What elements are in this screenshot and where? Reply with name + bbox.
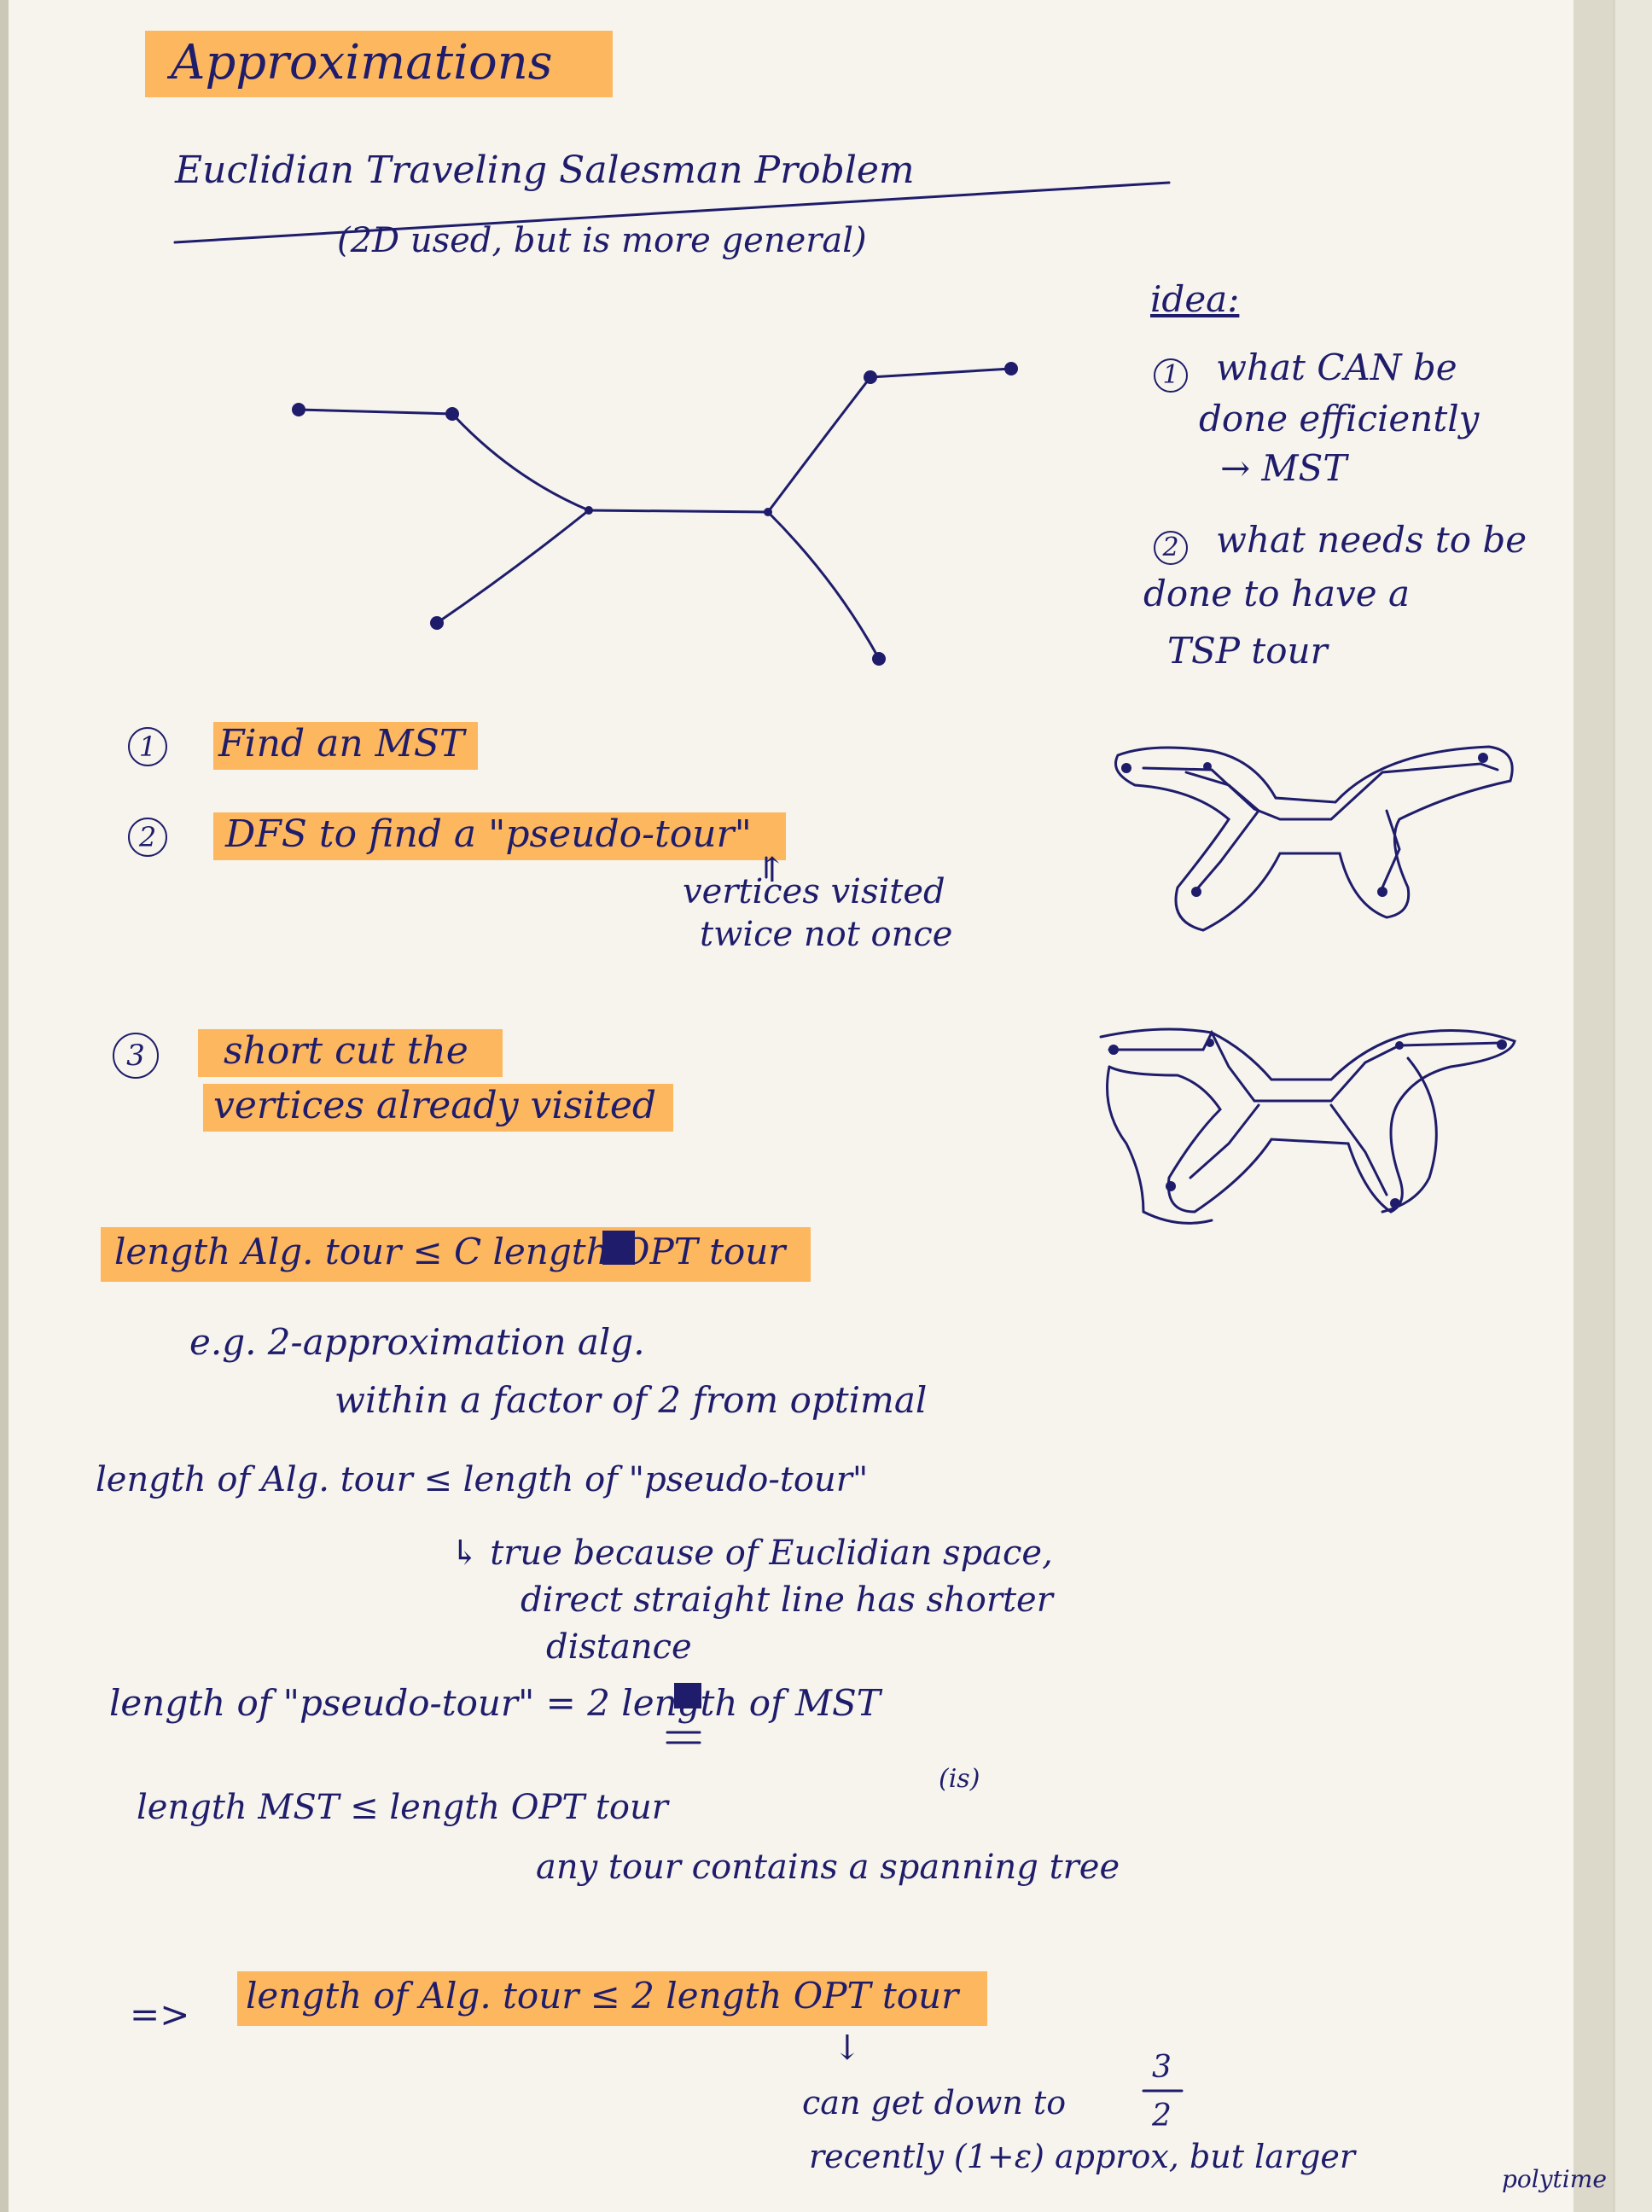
claim-main: length Alg. tour ≤ C length OPT tour bbox=[101, 1227, 811, 1282]
idea-point1-line3: → MST bbox=[1220, 447, 1347, 489]
mst-vertex bbox=[585, 506, 593, 515]
fraction-numerator: 3 bbox=[1152, 2050, 1172, 2085]
problem-note: (2D used, but is more general) bbox=[337, 221, 867, 260]
claim1-note-line3: distance bbox=[546, 1627, 692, 1667]
implies-symbol: => bbox=[130, 1994, 190, 2035]
shortcut-tour-diagram bbox=[1099, 1027, 1516, 1225]
shortcut-tour-vertex bbox=[1166, 1181, 1176, 1191]
page-right-edge bbox=[1573, 0, 1613, 2212]
claim3: length MST ≤ length OPT tour bbox=[137, 1788, 668, 1827]
mst-vertex bbox=[292, 403, 305, 416]
shortcut-tour-vertex bbox=[1395, 1041, 1404, 1050]
step2-text: DFS to find a "pseudo-tour" bbox=[213, 812, 786, 860]
shortcut-tour-vertex bbox=[1206, 1039, 1214, 1047]
page-title: Approximations bbox=[145, 31, 613, 97]
mst-vertex bbox=[864, 370, 877, 384]
idea-point2-line3: TSP tour bbox=[1167, 630, 1328, 672]
scribble-mark bbox=[674, 1683, 701, 1708]
shortcut-tour-vertex bbox=[1108, 1045, 1119, 1055]
final-down-arrow: ↓ bbox=[833, 2029, 862, 2068]
claim1: length of Alg. tour ≤ length of "pseudo-… bbox=[96, 1460, 869, 1499]
mst-vertex bbox=[764, 508, 772, 516]
fraction-denominator: 2 bbox=[1152, 2098, 1172, 2133]
mst-vertex bbox=[430, 616, 444, 630]
mst-tree-diagram bbox=[297, 367, 1013, 661]
idea-point1-line2: done efficiently bbox=[1199, 398, 1480, 439]
step2-note-line2: twice not once bbox=[700, 915, 953, 954]
mst-vertex bbox=[872, 652, 886, 666]
final-note-line1: can get down to bbox=[802, 2084, 1067, 2122]
step2-arrow: ↑ bbox=[758, 851, 787, 890]
claim1-note-line2: direct straight line has shorter bbox=[521, 1580, 1053, 1620]
pseudo-tour-diagram bbox=[1114, 745, 1514, 932]
pseudo-tour-vertex bbox=[1377, 887, 1387, 897]
idea-label: idea: bbox=[1150, 278, 1240, 320]
mst-vertex bbox=[1004, 362, 1018, 375]
step2-note-line1: vertices visited bbox=[683, 872, 945, 911]
step3-line2: vertices already visited bbox=[203, 1084, 674, 1132]
claim3-note: any tour contains a spanning tree bbox=[536, 1848, 1120, 1887]
final-note-line3: polytime bbox=[1502, 2165, 1607, 2193]
step2-number: 2 bbox=[128, 818, 167, 857]
final-note-line2: recently (1+ε) approx, but larger bbox=[809, 2138, 1356, 2175]
pseudo-tour-vertex bbox=[1203, 762, 1212, 771]
claim3-superscript: (is) bbox=[939, 1764, 980, 1794]
idea-point2-line2: done to have a bbox=[1143, 573, 1411, 614]
pseudo-tour-vertex bbox=[1478, 753, 1488, 763]
scribble-mark bbox=[602, 1231, 635, 1265]
shortcut-tour-vertex bbox=[1390, 1198, 1400, 1208]
step1-number: 1 bbox=[128, 727, 167, 766]
idea-point2-line1: what needs to be bbox=[1216, 519, 1527, 561]
notebook-left-edge bbox=[0, 0, 9, 2212]
pseudo-tour-vertex bbox=[1121, 763, 1131, 773]
claim-example-line1: e.g. 2-approximation alg. bbox=[189, 1321, 645, 1363]
problem-heading: Euclidian Traveling Salesman Problem bbox=[175, 148, 915, 192]
heading-underline bbox=[173, 181, 1171, 244]
claim2: length of "pseudo-tour" = 2 length of MS… bbox=[109, 1682, 881, 1724]
mst-vertex bbox=[445, 407, 459, 421]
step3-number: 3 bbox=[113, 1033, 159, 1079]
shortcut-tour-vertex bbox=[1497, 1039, 1507, 1050]
pseudo-tour-vertex bbox=[1191, 887, 1201, 897]
step1-text: Find an MST bbox=[213, 722, 479, 770]
step3-line1: short cut the bbox=[198, 1029, 503, 1077]
final-claim: length of Alg. tour ≤ 2 length OPT tour bbox=[237, 1971, 988, 2026]
idea-point2-number: 2 bbox=[1154, 531, 1188, 565]
claim1-note-line1: ↳ true because of Euclidian space, bbox=[451, 1534, 1053, 1573]
idea-point1-number: 1 bbox=[1154, 358, 1188, 393]
idea-point1-line1: what CAN be bbox=[1216, 346, 1457, 388]
claim-example-line2: within a factor of 2 from optimal bbox=[334, 1379, 928, 1421]
